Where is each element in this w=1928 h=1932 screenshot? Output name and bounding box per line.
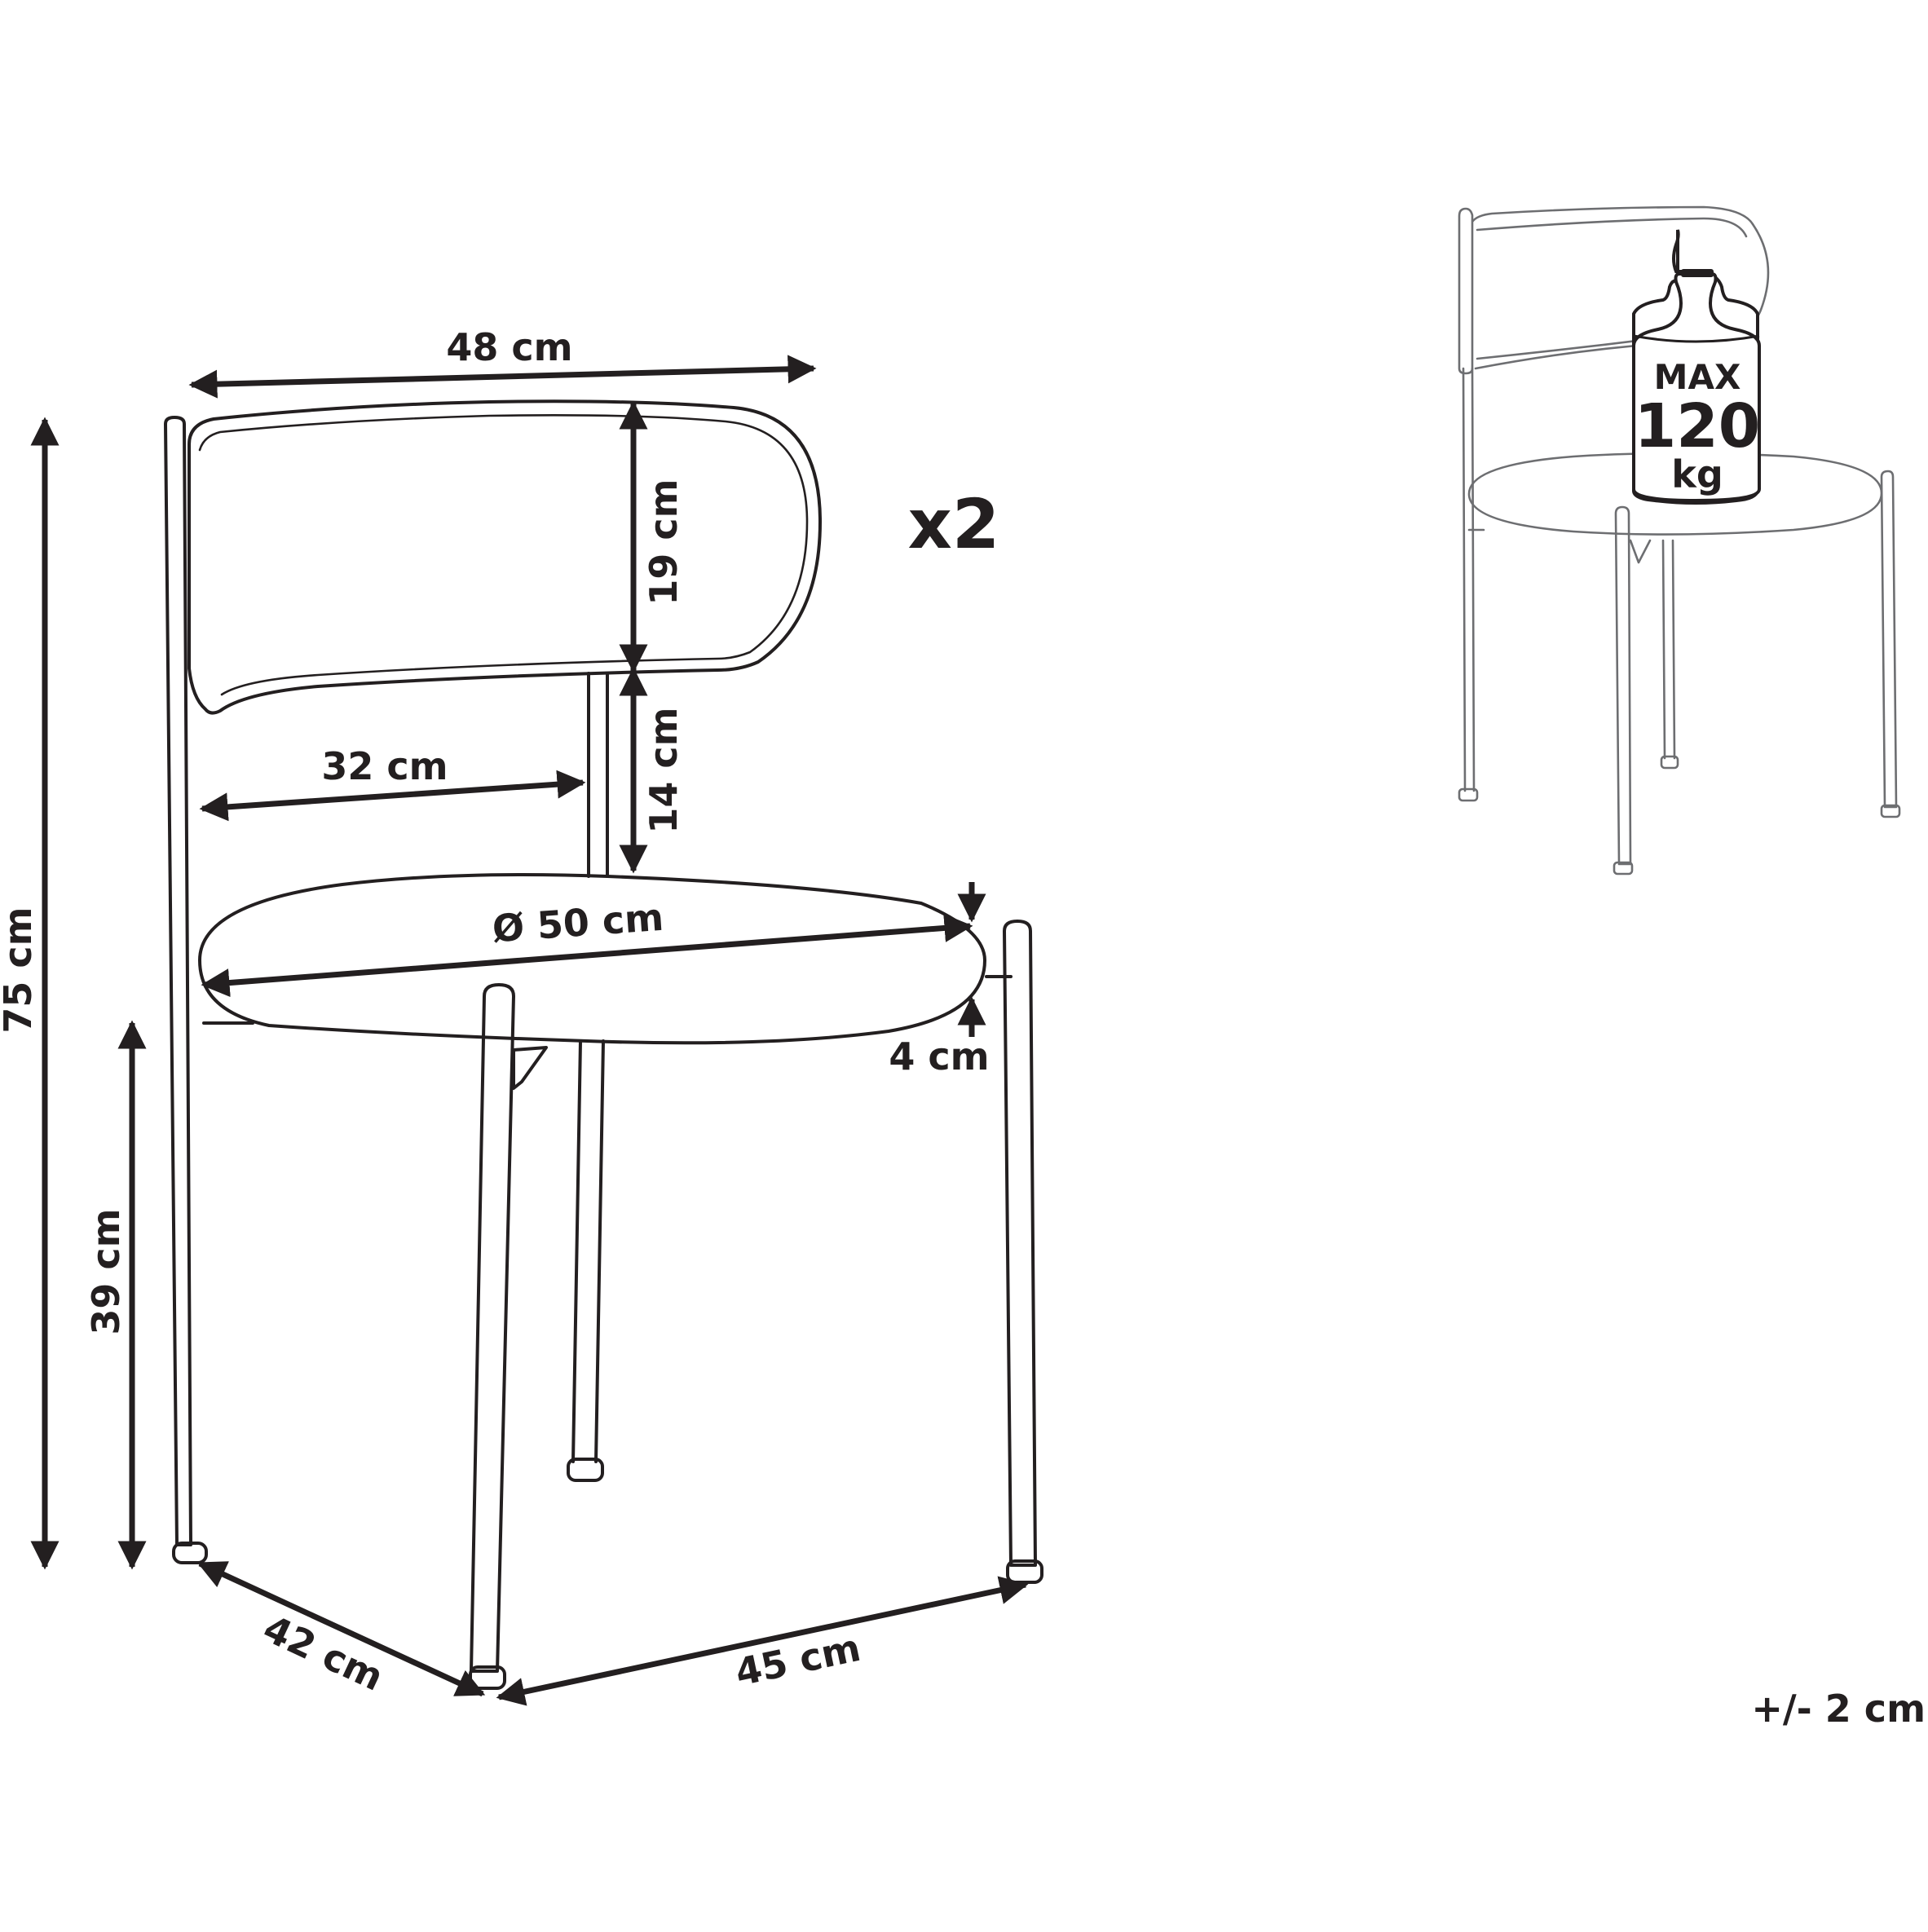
seat-cushion — [198, 872, 986, 1045]
dimension-labels: 48 cm 19 cm 14 cm 32 cm Ø 50 cm 4 cm 75 … — [0, 325, 990, 1700]
tolerance-note: +/- 2 cm — [1751, 1687, 1926, 1731]
inner-width-arrow — [199, 770, 586, 822]
quantity-label: x2 — [908, 484, 1000, 564]
seat-frame — [202, 975, 1013, 1025]
front-right-leg — [1003, 920, 1037, 1567]
seat-diameter-arrow — [201, 913, 973, 998]
front-left-leg — [470, 983, 515, 1673]
backrest-width-arrow — [188, 355, 817, 399]
mini-front-right-leg — [1880, 470, 1898, 809]
load-max-label: MAX — [1654, 357, 1741, 397]
backrest-gap-label: 14 cm — [642, 707, 686, 833]
mini-front-left-leg — [1614, 505, 1632, 866]
load-capacity-illustration: MAX 120 kg — [1458, 205, 1901, 876]
rear-right-leg — [571, 1039, 605, 1463]
load-value-label: 120 — [1635, 391, 1760, 461]
frame-brace — [512, 1046, 548, 1090]
rear-left-foot — [172, 1542, 208, 1564]
inner-width-label: 32 cm — [321, 744, 448, 788]
depth-arrow — [196, 1560, 486, 1697]
width-arrow — [496, 1576, 1029, 1706]
load-unit-label: kg — [1671, 452, 1723, 496]
backrest — [188, 399, 822, 715]
backrest-height-label: 19 cm — [642, 479, 686, 605]
mini-rear-left-leg — [1462, 367, 1476, 792]
total-height-label: 75 cm — [0, 906, 40, 1033]
rear-right-foot — [567, 1458, 604, 1482]
seat-thickness-label: 4 cm — [889, 1034, 989, 1078]
backrest-width-label: 48 cm — [446, 325, 572, 369]
mini-rear-right-leg — [1661, 539, 1676, 760]
seat-height-label: 39 cm — [84, 1208, 128, 1334]
seat-diameter-label: Ø 50 cm — [491, 895, 665, 951]
dimension-lines — [30, 355, 1029, 1706]
rear-left-leg — [164, 416, 192, 1546]
weight-icon — [1632, 229, 1761, 505]
back-support — [587, 672, 609, 878]
